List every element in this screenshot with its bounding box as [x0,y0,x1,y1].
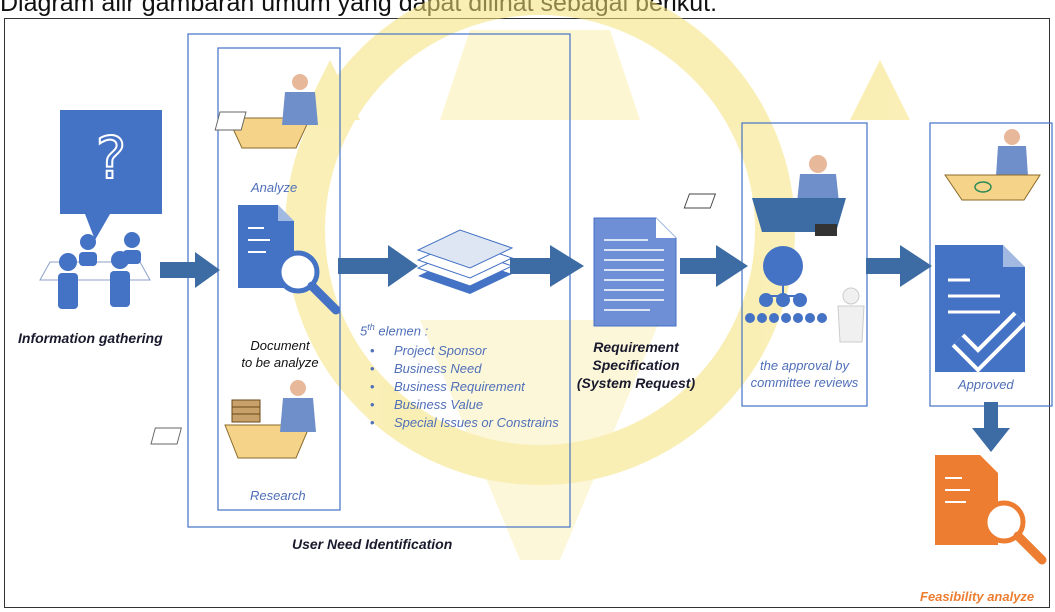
arrow-papers-to-requirement [510,245,584,287]
diagram-frame [4,18,1050,608]
feasibility-document-icon [935,455,1047,565]
requirement-specification-label: Requirement Specification (System Reques… [566,338,706,392]
approval-label: the approval by committee reviews [742,357,867,391]
information-gathering-label: Information gathering [18,330,163,346]
arrow-analysis-to-papers [338,245,418,287]
committee-desk-icon [683,155,846,236]
approved-label: Approved [958,377,1014,392]
arrow-requirement-to-approval [680,245,748,287]
element-item: Business Value [370,396,559,414]
elements-heading-number: 5 [360,323,368,339]
stacked-papers-icon [416,229,514,294]
element-item: Special Issues or Constrains [370,414,559,432]
user-need-identification-label: User Need Identification [292,536,453,552]
analyze-label: Analyze [251,180,298,195]
document-to-analyze-label: Document to be analyze [220,337,340,371]
arrow-approved-to-feasibility [972,402,1010,452]
elements-heading-text: elemen : [378,323,429,339]
user-need-box [187,33,571,528]
person-at-desk-icon [214,74,318,149]
elements-heading-superscript: th [367,322,375,332]
arrow-gathering-to-analysis [160,252,220,288]
document-label-line2: to be analyze [241,355,319,370]
elements-heading: 5th elemen : [360,322,428,338]
people-group-icon [39,232,151,309]
approval-line2: committee reviews [750,375,859,390]
document-magnifier-icon [238,205,341,315]
elements-list: Project Sponsor Business Need Business R… [370,342,559,432]
org-chart-icon [745,246,827,323]
requirement-line2: Specification [592,357,680,373]
element-item: Project Sponsor [370,342,559,360]
document-label-line1: Document [250,338,310,353]
person-with-books-icon [150,380,316,459]
element-item: Business Need [370,360,559,378]
approval-line1: the approval by [760,358,849,373]
requirement-document-icon [593,217,677,327]
analysis-inner-box [217,47,341,511]
person-signing-icon [944,129,1041,201]
question-bubble-icon: ? [60,110,162,240]
feasibility-analyze-label: Feasibility analyze [920,589,1035,604]
svg-text:?: ? [96,124,127,192]
requirement-line3: (System Request) [576,375,696,391]
approved-document-icon [935,245,1027,373]
flow-arrows [160,245,1010,452]
research-label: Research [250,488,306,503]
arrow-approval-to-approved [866,245,932,287]
requirement-line1: Requirement [593,339,679,355]
element-item: Business Requirement [370,378,559,396]
person-outline-icon [837,287,865,343]
